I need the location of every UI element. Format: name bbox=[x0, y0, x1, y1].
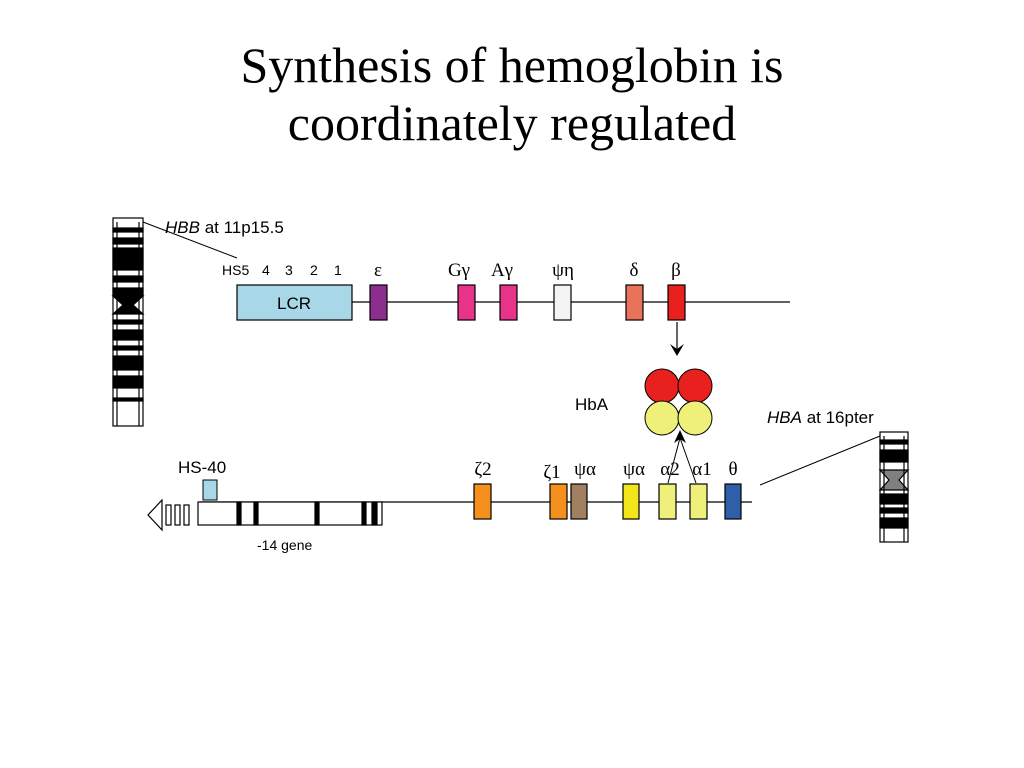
hba-protein-label: HbA bbox=[575, 395, 609, 414]
epsilon-label: ε bbox=[374, 260, 382, 281]
zeta2-gene-box bbox=[473, 483, 492, 520]
hbb-gene-labels: ε Gγ Aγ ψη δ β bbox=[374, 260, 681, 281]
psi-alpha-2-label: ψα bbox=[623, 459, 645, 480]
a-gamma-label: Aγ bbox=[491, 260, 513, 281]
hs40-label: HS-40 bbox=[178, 458, 226, 477]
delta-gene-box bbox=[625, 284, 644, 321]
hba-genes bbox=[473, 483, 742, 520]
slide-title: Synthesis of hemoglobin is coordinately … bbox=[0, 36, 1024, 152]
alpha2-label: α2 bbox=[660, 459, 679, 480]
psi-eta-gene-box bbox=[553, 284, 572, 321]
hba-location: at 16pter bbox=[802, 408, 874, 427]
hbb-locus-label: HBB at 11p15.5 bbox=[165, 218, 284, 237]
chromosome-16-ideogram bbox=[878, 431, 910, 543]
hba-tetramer bbox=[644, 368, 713, 436]
title-line-1: Synthesis of hemoglobin is bbox=[240, 37, 784, 93]
beta-gene-box bbox=[667, 284, 686, 321]
a-gamma-gene-box bbox=[499, 284, 518, 321]
theta-gene-box bbox=[724, 483, 742, 520]
alpha1-gene-box bbox=[689, 483, 708, 520]
hba-locus-label: HBA at 16pter bbox=[767, 408, 874, 427]
hbb-location: at 11p15.5 bbox=[200, 218, 284, 237]
chromosome-11-ideogram bbox=[111, 217, 145, 427]
epsilon-gene-box bbox=[369, 284, 388, 321]
hs-label: HS5 bbox=[222, 262, 249, 278]
zeta2-label: ζ2 bbox=[474, 459, 491, 480]
beta-to-hba-arrow bbox=[670, 322, 684, 356]
delta-label: δ bbox=[630, 260, 639, 281]
psi-alpha-2-gene-box bbox=[622, 483, 640, 520]
hbb-callout-line bbox=[142, 221, 238, 259]
hs-label: 2 bbox=[310, 262, 318, 278]
hs40-box bbox=[202, 479, 218, 501]
hbb-genes bbox=[369, 284, 686, 321]
title-line-2: coordinately regulated bbox=[287, 95, 737, 151]
hbb-hs-labels: HS5 4 3 2 1 bbox=[222, 262, 342, 278]
hba-callout-line bbox=[759, 435, 881, 486]
alpha1-label: α1 bbox=[692, 459, 711, 480]
theta-label: θ bbox=[728, 459, 737, 480]
hba-gene-name: HBA bbox=[767, 408, 802, 427]
alpha2-gene-box bbox=[658, 483, 677, 520]
hbb-gene-name: HBB bbox=[165, 218, 200, 237]
lcr-box bbox=[236, 284, 353, 321]
g-gamma-label: Gγ bbox=[448, 260, 470, 281]
hs-label: 1 bbox=[334, 262, 342, 278]
g-gamma-gene-box bbox=[457, 284, 476, 321]
hs-label: 4 bbox=[262, 262, 270, 278]
alpha-to-hba-arrows bbox=[667, 430, 697, 484]
psi-alpha-1-gene-box bbox=[570, 483, 588, 520]
zeta1-gene-box bbox=[549, 483, 568, 520]
alpha-subunit bbox=[644, 400, 680, 436]
neighbor-gene-label: -14 gene bbox=[257, 537, 312, 553]
beta-subunit bbox=[644, 368, 680, 404]
psi-alpha-1-label: ψα bbox=[574, 459, 596, 480]
neighbor-gene bbox=[147, 498, 383, 532]
hs-label: 3 bbox=[285, 262, 293, 278]
lcr-label: LCR bbox=[277, 294, 311, 313]
beta-subunit bbox=[677, 368, 713, 404]
hba-gene-labels: ζ2 ζ1 ψα ψα α2 α1 θ bbox=[474, 459, 737, 483]
alpha-subunit bbox=[677, 400, 713, 436]
psi-eta-label: ψη bbox=[552, 260, 574, 281]
beta-label: β bbox=[671, 260, 681, 281]
zeta1-label: ζ1 bbox=[543, 462, 560, 483]
